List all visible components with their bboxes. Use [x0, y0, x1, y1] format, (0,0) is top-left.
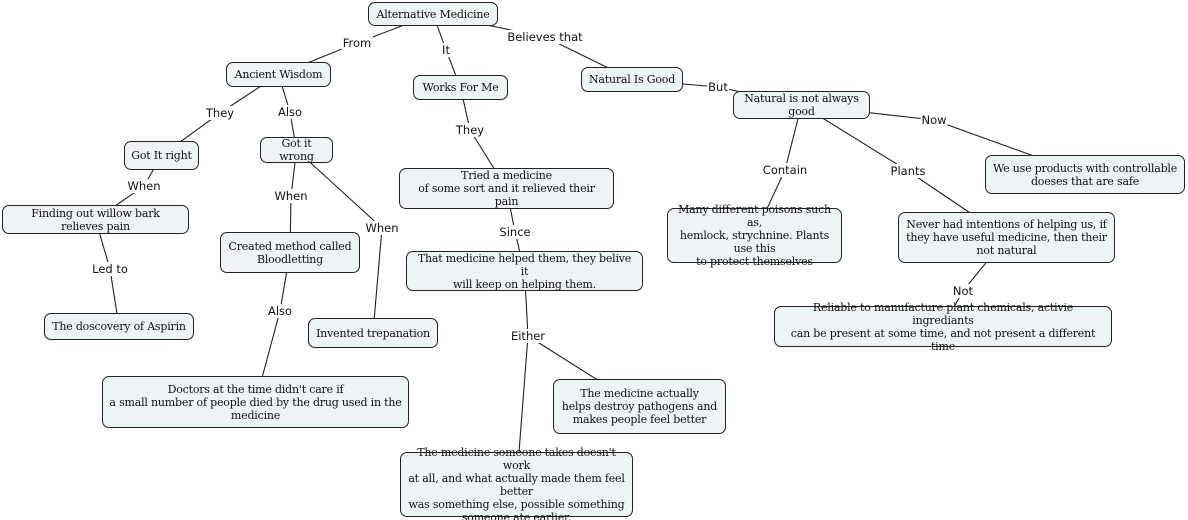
connector-line — [372, 227, 383, 334]
concept-node[interactable]: Works For Me — [413, 75, 508, 100]
link-label-believes-that: Believes that — [506, 30, 584, 44]
concept-node[interactable]: The medicine someone takes doesn't work … — [400, 446, 633, 520]
link-label-since: Since — [498, 225, 532, 239]
link-label-also: Also — [276, 105, 304, 119]
link-label-they: They — [204, 106, 236, 120]
link-label-but: But — [707, 80, 729, 94]
concept-node[interactable]: We use products with controllable doeses… — [985, 155, 1185, 194]
concept-node[interactable]: Natural is not always good — [733, 91, 870, 119]
link-label-when: When — [273, 189, 309, 203]
link-label-not: Not — [951, 284, 975, 298]
concept-node[interactable]: Got It right — [124, 141, 199, 170]
connector-line — [296, 149, 383, 229]
concept-node[interactable]: Reliable to manufacture plant chemicals,… — [774, 301, 1112, 353]
link-label-from: From — [341, 36, 373, 50]
concept-node[interactable]: Alternative Medicine — [368, 2, 498, 26]
concept-node[interactable]: Ancient Wisdom — [226, 62, 331, 87]
concept-node[interactable]: Tried a medicine of some sort and it rel… — [399, 168, 614, 209]
concept-node[interactable]: Finding out willow bark relieves pain — [2, 205, 189, 234]
concept-node[interactable]: That medicine helped them, they belive i… — [406, 251, 643, 291]
link-label-plants: Plants — [889, 164, 927, 178]
concept-node[interactable]: The doscovery of Aspirin — [44, 313, 194, 340]
concept-node[interactable]: Never had intentions of helping us, if t… — [898, 212, 1115, 263]
concept-node[interactable]: Natural Is Good — [581, 67, 683, 92]
concept-node[interactable]: Got it wrong — [260, 137, 333, 163]
link-label-contain: Contain — [761, 163, 809, 177]
concept-node[interactable]: The medicine actually helps destroy path… — [553, 379, 726, 434]
link-label-also: Also — [266, 304, 294, 318]
concept-node[interactable]: Created method called Bloodletting — [220, 232, 360, 273]
concept-node[interactable]: Invented trepanation — [308, 318, 438, 348]
link-label-when: When — [126, 179, 162, 193]
link-label-led-to: Led to — [91, 262, 129, 276]
concept-node[interactable]: Many different poisons such as, hemlock,… — [667, 203, 842, 268]
link-label-when: When — [364, 221, 400, 235]
link-label-it: It — [441, 43, 451, 57]
link-label-either: Either — [509, 329, 547, 343]
link-label-they: They — [454, 123, 486, 137]
link-label-now: Now — [920, 113, 948, 127]
concept-node[interactable]: Doctors at the time didn't care if a sma… — [102, 376, 409, 428]
